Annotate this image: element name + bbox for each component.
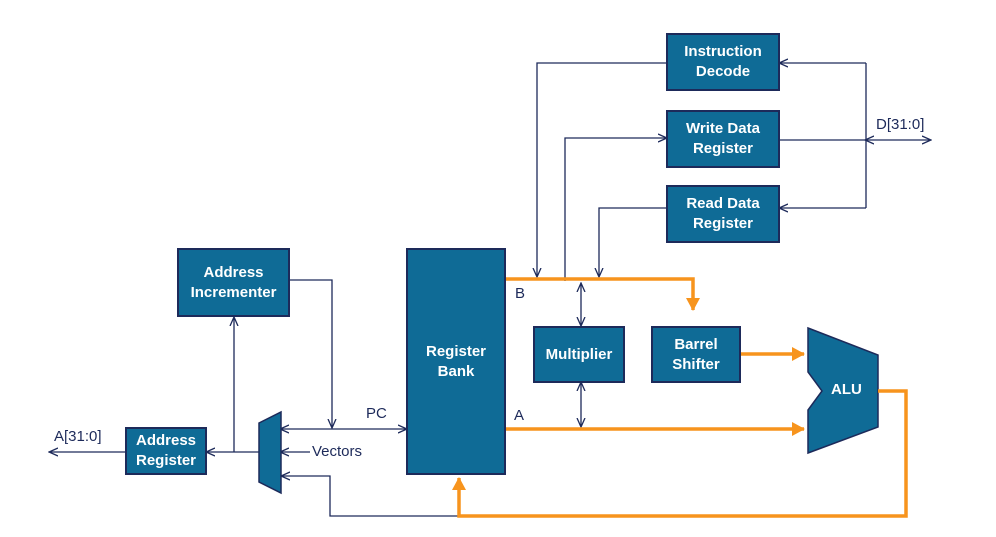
address-bus-label: A[31:0] — [54, 428, 102, 445]
address-multiplexer — [258, 410, 282, 495]
register-bank-line-1: Register — [425, 342, 487, 360]
data-bus-label: D[31:0] — [876, 116, 925, 133]
bus-b-label: B — [515, 285, 526, 302]
read-data-output-wire — [599, 207, 666, 276]
vectors-label: Vectors — [312, 443, 363, 460]
multiplier-label: Multiplier — [545, 345, 613, 363]
instruction-decode-line-2: Decode — [695, 63, 751, 80]
bus-b-path — [506, 277, 700, 311]
read-data-register-line-1: Read Data — [686, 195, 760, 212]
incrementer-output-wire — [290, 279, 332, 427]
alu-label: ALU — [831, 381, 862, 398]
alu-feedback-mux-wire — [282, 476, 459, 517]
alu-shape — [807, 326, 879, 455]
bus-a-label: A — [514, 407, 525, 424]
write-data-input-wire — [564, 138, 666, 281]
write-data-register-line-2: Register — [692, 140, 753, 157]
address-register-line-1: Address — [135, 432, 197, 449]
instruction-decode-line-1: Instruction — [684, 43, 762, 60]
write-data-register-line-1: Write Data — [686, 120, 760, 137]
address-incrementer-line-2: Incrementer — [190, 283, 277, 301]
register-bank-line-2: Bank — [437, 362, 475, 380]
address-register-line-2: Register — [135, 452, 197, 469]
pc-label: PC — [366, 405, 387, 422]
decode-output-wire — [537, 62, 666, 276]
alu-result-path — [452, 389, 908, 518]
address-incrementer-line-1: Address — [203, 263, 264, 281]
barrel-shifter-line-1: Barrel — [674, 335, 718, 353]
barrel-shifter-line-2: Shifter — [672, 355, 720, 373]
main-buses — [452, 277, 908, 518]
control-wires — [50, 62, 930, 517]
read-data-register-line-2: Register — [692, 215, 753, 232]
multiplier-block: Multiplier — [533, 326, 625, 383]
